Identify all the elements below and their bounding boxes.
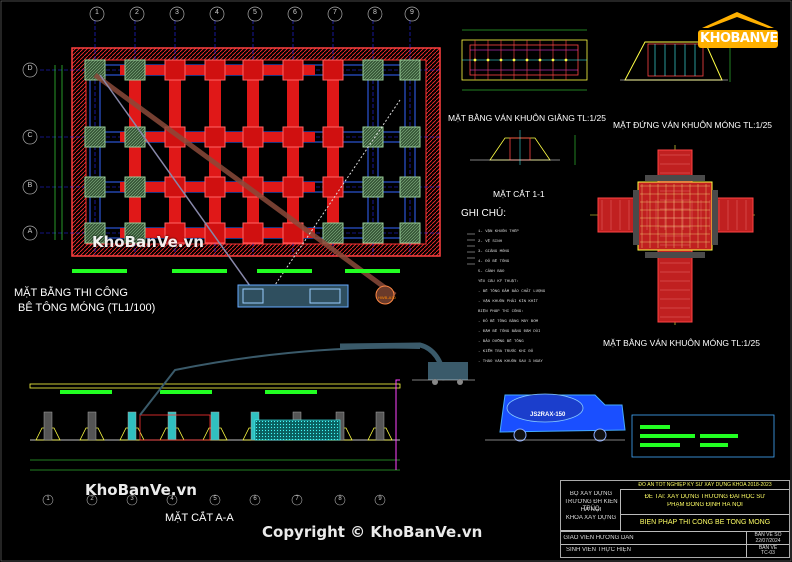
foundation-formwork-plan — [590, 145, 755, 325]
crane-label: HWB-A10 — [378, 295, 396, 300]
tb-supervisor: GIÁO VIÊN HƯỚNG DẪN — [563, 535, 634, 541]
axis-top-7: 7 — [333, 9, 337, 16]
title-block: ĐỒ ÁN TỐT NGHIỆP KỸ SƯ XÂY DỰNG KHÓA 201… — [560, 480, 790, 558]
plan-bars — [72, 269, 400, 273]
section-1-1 — [470, 130, 576, 165]
tb-sheet-no: TC-03 — [761, 550, 775, 556]
section-axis-5: 5 — [213, 496, 217, 502]
axis-left-A: A — [27, 228, 33, 235]
axis-top-4: 4 — [215, 9, 219, 16]
note-item: - BẢO DƯỠNG BÊ TÔNG — [478, 340, 524, 344]
note-item: 5- CẢNH BÁO — [478, 270, 505, 274]
section-axis-4: 4 — [170, 496, 174, 502]
logo: KHOBANVE — [692, 10, 784, 54]
axis-top-5: 5 — [253, 9, 257, 16]
note-item: 4- ĐỔ BÊ TÔNG — [478, 260, 510, 264]
note-item: - ĐẦM BÊ TÔNG BẰNG ĐẦM DÙI — [478, 330, 541, 334]
plan-title-line2: BÊ TÔNG MÓNG (TL1/100) — [18, 302, 156, 314]
note-item: - VẬN KHUÔN PHẢI KÍN KHÍT — [478, 300, 539, 304]
note-item: - BÊ TÔNG ĐẢM BẢO CHẤT LƯỢNG — [478, 290, 546, 294]
section-axis-7: 7 — [295, 496, 299, 502]
section-axis-3: 3 — [130, 496, 134, 502]
section-axis-9: 9 — [378, 496, 382, 502]
foundation-plan — [22, 6, 441, 308]
mixer-truck — [485, 393, 626, 442]
tb-ministry-4: KHOA XÂY DỰNG — [565, 515, 617, 521]
note-item: 3- GIẰNG MÓNG — [478, 250, 510, 254]
axis-top-2: 2 — [135, 9, 139, 16]
axis-top-9: 9 — [410, 9, 414, 16]
axis-top-8: 8 — [373, 9, 377, 16]
elevation-title: MẶT ĐỨNG VÁN KHUÔN MÓNG TL:1/25 — [613, 120, 773, 130]
tb-ministry-3: HÀ NỘI — [580, 507, 602, 513]
tb-ministry-1: BỘ XÂY DỰNG — [569, 491, 613, 497]
section-1-1-title: MẶT CẮT 1-1 — [493, 189, 545, 199]
section-axis-2: 2 — [90, 496, 94, 502]
note-item: 2- VỆ SINH — [478, 240, 503, 244]
watermark-2: KhoBanVe.vn — [85, 481, 197, 499]
notes-symbols — [467, 233, 475, 265]
plan-title-line1: MẶT BẰNG THI CÔNG — [14, 287, 128, 299]
axis-top-1: 1 — [95, 9, 99, 16]
note-item: - KIỂM TRA TRƯỚC KHI ĐỔ — [478, 350, 534, 354]
section-axis-1: 1 — [46, 496, 50, 502]
note-item: 1- VẬN KHUÔN THÉP — [478, 230, 519, 234]
tb-drawing: BIỆN PHÁP THI CÔNG BÊ TÔNG MÓNG — [639, 519, 771, 526]
section-a-a — [29, 379, 401, 506]
axis-top-6: 6 — [293, 9, 297, 16]
axis-top-3: 3 — [175, 9, 179, 16]
pump-truck — [339, 342, 475, 385]
section-axis-6: 6 — [253, 496, 257, 502]
axis-left-D: D — [27, 65, 33, 72]
note-item: - ĐỔ BÊ TÔNG BẰNG MÁY BƠM — [478, 320, 539, 324]
section-aa-title: MẶT CẮT A-A — [165, 512, 234, 524]
tb-topic-2: PHẠM ĐÔNG ĐỊNH HÀ NỘI — [667, 502, 743, 508]
notes-title: GHI CHÚ: — [461, 208, 506, 219]
tb-project: ĐỒ ÁN TỐT NGHIỆP KỸ SƯ XÂY DỰNG KHÓA 201… — [638, 482, 772, 488]
tb-sheet-label: BẢN VẼ SỐ — [754, 532, 782, 538]
logo-text: KHOBANVE — [700, 31, 778, 46]
truck-label: JS2RAX-150 — [530, 412, 566, 418]
section-axis-8: 8 — [338, 496, 342, 502]
tb-date: 22/07/2024 — [755, 538, 781, 544]
axis-left-B: B — [27, 182, 33, 189]
beam-plan-title: MẶT BẰNG VÁN KHUÔN GIẰNG TL:1/25 — [448, 113, 606, 123]
tb-ministry-2: TRƯỜNG ĐH KIẾN TRÚC — [564, 499, 618, 512]
axis-left-C: C — [27, 132, 33, 139]
copyright-text: Copyright © KhoBanVe.vn — [262, 523, 483, 541]
tb-topic-1: ĐỀ TÀI: XÂY DỰNG TRƯỜNG ĐẠI HỌC SƯ — [644, 494, 766, 500]
note-item: YÊU CẦU KỸ THUẬT: — [478, 280, 519, 284]
note-item: - THÁO VÁN KHUÔN SAU 3 NGÀY — [478, 360, 543, 364]
legend-box — [631, 414, 775, 458]
watermark-1: KhoBanVe.vn — [92, 233, 204, 251]
note-item: BIỆN PHÁP THI CÔNG: — [478, 310, 524, 314]
tb-student: SINH VIÊN THỰC HIỆN — [565, 547, 632, 553]
tb-sheet-no-label: BẢN VẼ — [758, 545, 778, 551]
foundation-plan-title: MẶT BẰNG VÁN KHUÔN MÓNG TL:1/25 — [603, 338, 760, 348]
beam-formwork-plan — [461, 29, 588, 91]
